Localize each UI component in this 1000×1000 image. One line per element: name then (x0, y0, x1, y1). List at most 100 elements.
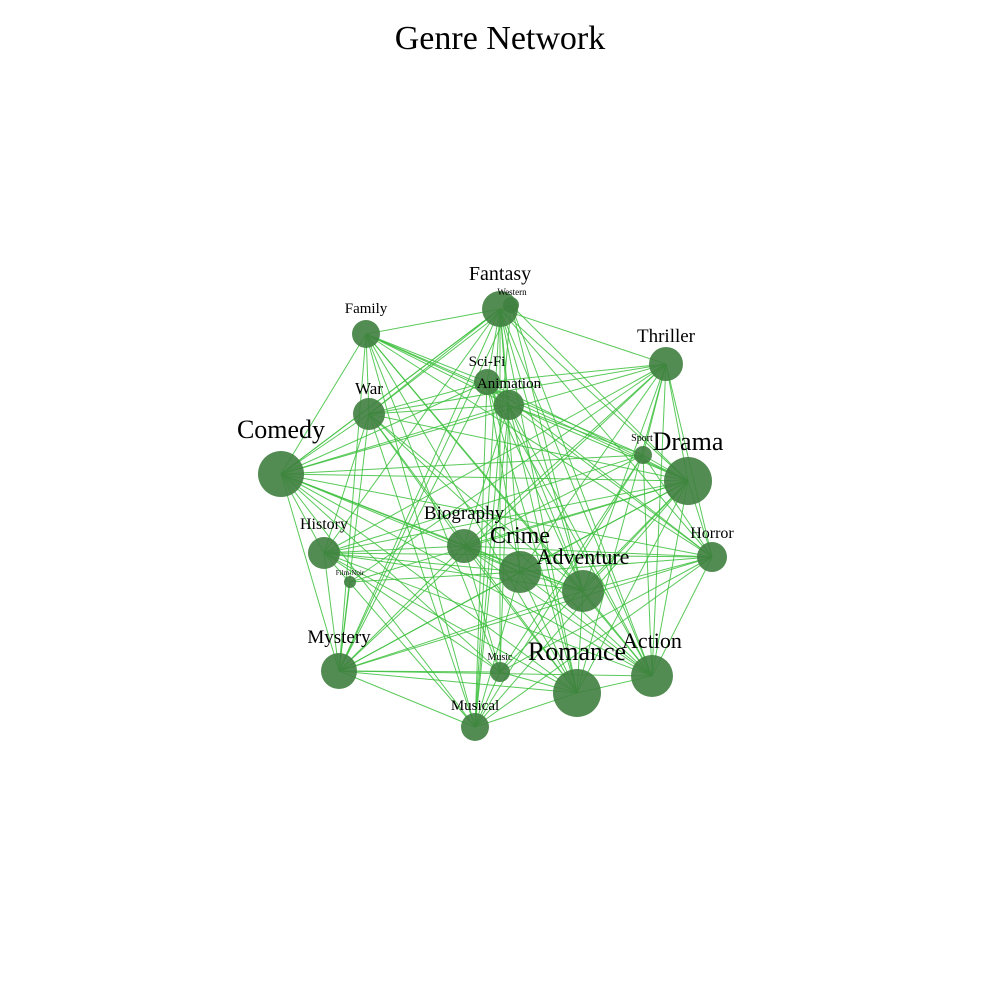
edge-family-sci-fi (365, 333, 488, 383)
edge-romance-thriller (576, 363, 667, 694)
node-crime (499, 551, 541, 593)
edge-western-musical (474, 304, 512, 728)
edge-fantasy-history (323, 308, 501, 554)
edge-adventure-war (368, 413, 584, 592)
edge-comedy-thriller (280, 363, 667, 475)
edge-animation-musical (474, 404, 510, 728)
edge-biography-animation (463, 404, 510, 547)
edge-adventure-mystery (338, 590, 584, 672)
edge-comedy-horror (280, 473, 713, 558)
edge-western-mystery (338, 304, 512, 672)
node-film-noir (344, 576, 356, 588)
edge-adventure-western (510, 304, 584, 592)
edges-layer (280, 304, 713, 728)
node-label-drama: Drama (653, 427, 724, 456)
edge-action-western (510, 304, 653, 677)
node-adventure (562, 570, 604, 612)
node-label-musical: Musical (451, 698, 499, 714)
node-mystery (321, 653, 357, 689)
node-war (353, 398, 385, 430)
edge-mystery-history (323, 552, 340, 672)
edge-fantasy-mystery (338, 308, 501, 672)
edge-fantasy-family (365, 308, 501, 335)
node-biography (447, 529, 481, 563)
edge-thriller-war (368, 363, 667, 415)
edge-fantasy-comedy (280, 308, 501, 475)
node-comedy (258, 451, 304, 497)
edge-sci-fi-war (368, 381, 488, 415)
edge-family-horror (365, 333, 713, 558)
edge-action-crime (519, 571, 653, 677)
edge-family-musical (365, 333, 476, 728)
edge-crime-history (323, 552, 521, 573)
edge-drama-animation (508, 404, 689, 482)
diagram-title: Genre Network (395, 20, 606, 57)
edge-horror-musical (474, 556, 713, 728)
edge-adventure-horror (582, 556, 713, 592)
edge-mystery-musical (338, 670, 476, 728)
edge-comedy-music (280, 473, 501, 673)
edge-adventure-thriller (582, 363, 667, 592)
node-label-crime: Crime (490, 523, 550, 549)
node-label-film-noir: Film-Noir (336, 569, 365, 577)
edge-history-music (323, 552, 501, 673)
edge-biography-music (463, 545, 501, 673)
edge-war-western (368, 304, 512, 415)
edge-horror-animation (508, 404, 713, 558)
edge-action-war (368, 413, 653, 677)
edge-crime-sci-fi (486, 381, 521, 573)
node-label-thriller: Thriller (637, 326, 696, 347)
edge-comedy-biography (280, 473, 465, 547)
node-music (490, 662, 510, 682)
edge-adventure-history (323, 552, 584, 592)
edge-drama-fantasy (499, 308, 689, 482)
node-label-animation: Animation (477, 376, 542, 392)
edge-thriller-sci-fi (486, 363, 667, 383)
edge-sport-horror (642, 454, 713, 558)
edge-horror-biography (463, 545, 713, 558)
edge-biography-war (368, 413, 465, 547)
node-sport (634, 446, 652, 464)
edge-animation-sport (508, 404, 644, 456)
edge-romance-fantasy (499, 308, 578, 694)
node-label-sci-fi: Sci-Fi (469, 354, 506, 370)
edge-drama-western (510, 304, 689, 482)
edge-crime-musical (474, 571, 521, 728)
edge-history-war (323, 413, 370, 554)
edge-mystery-sci-fi (338, 381, 488, 672)
edge-adventure-animation (508, 404, 584, 592)
edge-family-mystery (338, 333, 367, 672)
edge-biography-sport (463, 454, 644, 547)
edge-war-musical (368, 413, 476, 728)
node-musical (461, 713, 489, 741)
edge-mystery-horror (338, 556, 713, 672)
node-label-history: History (300, 516, 348, 533)
node-sci-fi (474, 369, 500, 395)
edge-fantasy-horror (499, 308, 713, 558)
node-label-adventure: Adventure (537, 544, 630, 569)
edge-romance-sci-fi (486, 381, 578, 694)
node-label-comedy: Comedy (237, 415, 325, 444)
edge-romance-biography (463, 545, 578, 694)
labels-layer: FantasyWesternFamilyThrillerSci-FiAnimat… (237, 263, 734, 714)
edge-thriller-mystery (338, 363, 667, 672)
node-label-romance: Romance (528, 637, 626, 666)
edge-horror-music (499, 556, 713, 673)
nodes-layer (258, 291, 727, 741)
edge-action-biography (463, 545, 653, 677)
edge-drama-war (368, 413, 689, 482)
edge-history-sport (323, 454, 644, 554)
node-animation (494, 390, 524, 420)
node-label-mystery: Mystery (307, 627, 371, 648)
node-label-family: Family (345, 301, 388, 317)
edge-romance-animation (508, 404, 578, 694)
edge-comedy-crime (280, 473, 521, 573)
node-horror (697, 542, 727, 572)
edge-comedy-family (280, 333, 367, 475)
node-drama (664, 457, 712, 505)
edge-film-noir-thriller (349, 363, 667, 583)
edge-crime-fantasy (499, 308, 521, 573)
edge-action-horror (651, 556, 713, 677)
edge-animation-music (499, 404, 510, 673)
